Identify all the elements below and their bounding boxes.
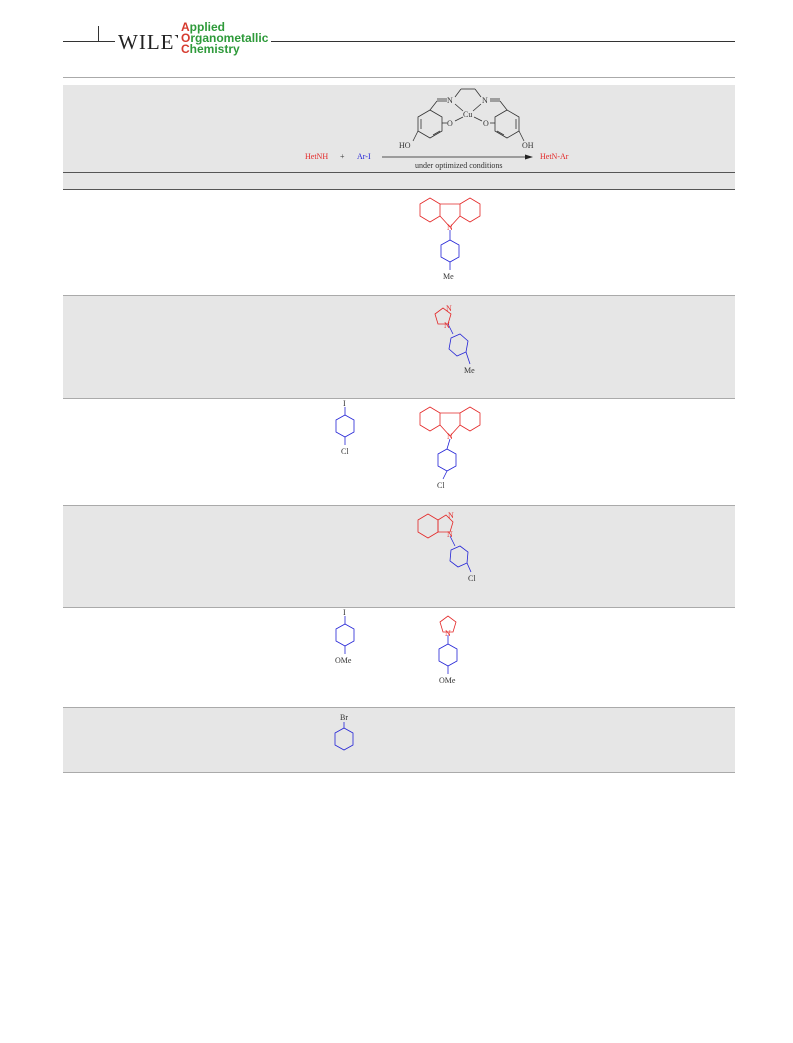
- catalyst-o1: O: [447, 119, 453, 128]
- aryl-halide-structure: [334, 722, 354, 751]
- reaction-scheme: N N Cu O O HO OH HetNH + Ar-I under opti…: [305, 88, 569, 170]
- plus-sign: +: [340, 152, 345, 161]
- table-row: I OMe N OMe: [63, 608, 735, 707]
- catalyst-n1: N: [447, 96, 453, 105]
- aryl-halide-bottom: OMe: [335, 656, 352, 665]
- product-structure: N N Me: [434, 304, 475, 375]
- aryl-halide-bottom: Cl: [341, 447, 349, 456]
- catalyst-ho: HO: [399, 141, 411, 150]
- row-rule: [63, 505, 735, 506]
- row-rule: [63, 607, 735, 608]
- journal-logo: Applied Organometallic Chemistry: [178, 21, 272, 55]
- catalyst-oh: OH: [522, 141, 534, 150]
- catalyst-structure: [412, 88, 525, 142]
- aryl-halide-top: I: [343, 608, 346, 617]
- reactant-hetnh: HetNH: [305, 152, 328, 161]
- substituent-label: OMe: [439, 676, 456, 685]
- svg-text:N: N: [445, 629, 451, 638]
- substituent-label: Cl: [437, 481, 445, 490]
- column-header-row: [63, 173, 735, 189]
- aryl-halide-top: Br: [340, 713, 348, 722]
- product-structure: N Me: [419, 197, 481, 281]
- header-tick: [98, 26, 99, 42]
- row-structures: Br: [334, 713, 354, 751]
- row-structures: I OMe N OMe: [335, 608, 458, 685]
- svg-text:N: N: [447, 432, 453, 441]
- row-structures: I Cl N Cl: [335, 399, 481, 490]
- scheme-rule-1: [63, 172, 735, 173]
- svg-text:N: N: [448, 511, 454, 520]
- table-bottom-rule: [63, 772, 735, 773]
- svg-text:N: N: [447, 223, 453, 232]
- catalyst-o2: O: [483, 119, 489, 128]
- conditions-label: under optimized conditions: [415, 161, 503, 170]
- substituent-label: Cl: [468, 574, 476, 583]
- row-rule: [63, 707, 735, 708]
- product-structure: N N Cl: [417, 511, 476, 583]
- arrow-head: [525, 154, 533, 160]
- aryl-halide-top: I: [343, 399, 346, 408]
- svg-text:N: N: [444, 321, 450, 330]
- catalyst-cu: Cu: [463, 110, 472, 119]
- table-row: N N Cl: [63, 506, 735, 607]
- row-rule: [63, 398, 735, 399]
- table-row: N Me: [63, 190, 735, 295]
- table-row: Br: [63, 708, 735, 772]
- scheme-header: N N Cu O O HO OH HetNH + Ar-I under opti…: [63, 85, 735, 172]
- table-row: I Cl N Cl: [63, 399, 735, 505]
- product-hetnar: HetN-Ar: [540, 152, 569, 161]
- substituent-label: Me: [443, 272, 454, 281]
- svg-text:N: N: [446, 304, 452, 313]
- table-row: N N Me: [63, 296, 735, 398]
- substituent-label: Me: [464, 366, 475, 375]
- svg-text:N: N: [447, 530, 453, 539]
- row-rule: [63, 295, 735, 296]
- table-top-rule: [63, 77, 735, 78]
- catalyst-n2: N: [482, 96, 488, 105]
- aryl-halide-structure: [335, 616, 355, 654]
- scheme-rule-2: [63, 189, 735, 190]
- aryl-halide-structure: [335, 407, 355, 445]
- reactant-ari: Ar-I: [357, 152, 371, 161]
- header-rule: [63, 41, 735, 42]
